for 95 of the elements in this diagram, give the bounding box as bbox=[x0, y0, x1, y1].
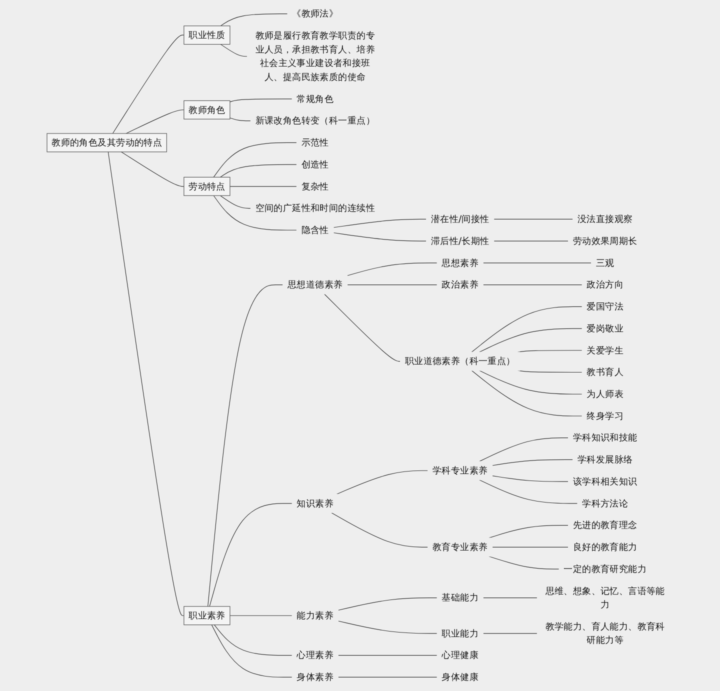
connector bbox=[213, 142, 297, 178]
connector bbox=[488, 525, 569, 538]
connector bbox=[338, 676, 438, 678]
connector bbox=[488, 556, 560, 570]
node-text: 《教师法》 bbox=[292, 8, 338, 19]
connector bbox=[482, 284, 582, 286]
connector bbox=[214, 624, 292, 656]
node-box: 职业性质 bbox=[184, 26, 230, 45]
node-text: 一定的教育研究能力 bbox=[564, 563, 647, 574]
node-text: 思想素养 bbox=[442, 257, 479, 268]
node-text: 为人师表 bbox=[586, 388, 624, 400]
connector bbox=[211, 624, 292, 678]
connector bbox=[330, 512, 428, 548]
connector bbox=[220, 14, 288, 26]
connector bbox=[338, 620, 438, 634]
connector bbox=[126, 110, 184, 134]
connector bbox=[479, 438, 569, 462]
node-text: 隐含性 bbox=[301, 224, 329, 236]
connector bbox=[230, 615, 292, 616]
connector bbox=[324, 294, 401, 362]
connector bbox=[479, 328, 582, 352]
node-box: 教师角色 bbox=[184, 100, 230, 120]
node-text: 复杂性 bbox=[301, 180, 329, 192]
node-text: 爱国守法 bbox=[586, 300, 624, 312]
connector bbox=[517, 350, 582, 352]
connector bbox=[492, 546, 569, 548]
connector bbox=[479, 370, 582, 394]
connector bbox=[220, 195, 251, 209]
node-text: 知识素养 bbox=[296, 498, 334, 509]
node-text: 教师是履行教育教学职责的专业人员，承担教书育人、培养社会主义事业建设者和接班人、提高民族素质的使命 bbox=[255, 30, 375, 82]
connector bbox=[492, 459, 574, 466]
node-text: 先进的教育理念 bbox=[572, 520, 638, 530]
connector bbox=[494, 240, 569, 242]
node-text: 劳动效果周期长 bbox=[572, 235, 638, 246]
connector bbox=[220, 164, 297, 178]
node-text: 职业能力 bbox=[442, 628, 479, 639]
node-text: 思想道德素养 bbox=[288, 279, 343, 290]
node-text: 学科方法论 bbox=[582, 498, 628, 509]
connector bbox=[220, 44, 248, 57]
node-box: 职业素养 bbox=[184, 606, 230, 626]
connector bbox=[471, 370, 582, 416]
connector bbox=[494, 218, 574, 220]
node-text: 关爱学生 bbox=[586, 344, 624, 356]
node-text: 示范性 bbox=[301, 136, 329, 148]
connector bbox=[347, 262, 438, 276]
node-text: 职业道德素养（科一重点） bbox=[404, 356, 516, 366]
connector bbox=[108, 152, 184, 616]
node-text: 心理健康 bbox=[442, 650, 479, 661]
connector bbox=[471, 306, 582, 352]
node-text: 身体素养 bbox=[296, 671, 334, 682]
connector bbox=[338, 655, 438, 656]
node-text: 学科知识和技能 bbox=[572, 432, 638, 444]
node-text: 能力素养 bbox=[296, 610, 334, 621]
node-box: 教师的角色及其劳动的特点 bbox=[46, 133, 167, 152]
connector bbox=[333, 218, 427, 228]
node-text: 学科专业素养 bbox=[432, 464, 488, 476]
node-text: 创造性 bbox=[301, 158, 329, 170]
connector bbox=[479, 480, 578, 504]
connector bbox=[213, 195, 297, 230]
connector bbox=[230, 118, 251, 122]
node-box: 劳动特点 bbox=[184, 176, 230, 196]
connector bbox=[208, 284, 284, 607]
node-text: 该学科相关知识 bbox=[572, 476, 638, 487]
node-text: 政治素养 bbox=[442, 279, 479, 290]
node-text: 基础能力 bbox=[442, 592, 479, 603]
node-text: 空间的广延性和时间的连续性 bbox=[255, 202, 375, 214]
connector bbox=[482, 633, 538, 634]
node-text: 滞后性/长期性 bbox=[430, 235, 490, 246]
node-text: 良好的教育能力 bbox=[572, 541, 638, 552]
connector bbox=[482, 262, 592, 264]
connector bbox=[336, 470, 428, 495]
node-text: 政治方向 bbox=[586, 279, 624, 290]
connector bbox=[112, 34, 184, 134]
node-text: 思维、想象、记忆、言语等能力 bbox=[545, 585, 665, 610]
node-text: 教育专业素养 bbox=[432, 541, 488, 552]
connector bbox=[230, 98, 292, 102]
node-text: 新课改角色转变（科一重点） bbox=[255, 115, 375, 126]
node-text: 教书育人 bbox=[586, 366, 624, 378]
node-text: 三观 bbox=[596, 257, 614, 268]
connector bbox=[230, 186, 297, 187]
connector bbox=[333, 232, 427, 242]
node-text: 常规角色 bbox=[296, 93, 334, 104]
connector bbox=[338, 598, 438, 611]
connector bbox=[347, 284, 438, 286]
node-text: 教学能力、育人能力、教育科研能力等 bbox=[545, 620, 665, 646]
node-text: 学科发展脉络 bbox=[577, 454, 633, 465]
node-text: 爱岗敬业 bbox=[586, 322, 624, 334]
connector bbox=[209, 503, 292, 607]
connector bbox=[492, 476, 569, 482]
node-text: 潜在性/间接性 bbox=[430, 213, 490, 224]
node-text: 身体健康 bbox=[442, 671, 479, 682]
node-text: 终身学习 bbox=[586, 410, 624, 422]
node-text: 没法直接观察 bbox=[577, 213, 633, 224]
node-text: 心理素养 bbox=[296, 650, 334, 661]
connector bbox=[120, 152, 184, 187]
